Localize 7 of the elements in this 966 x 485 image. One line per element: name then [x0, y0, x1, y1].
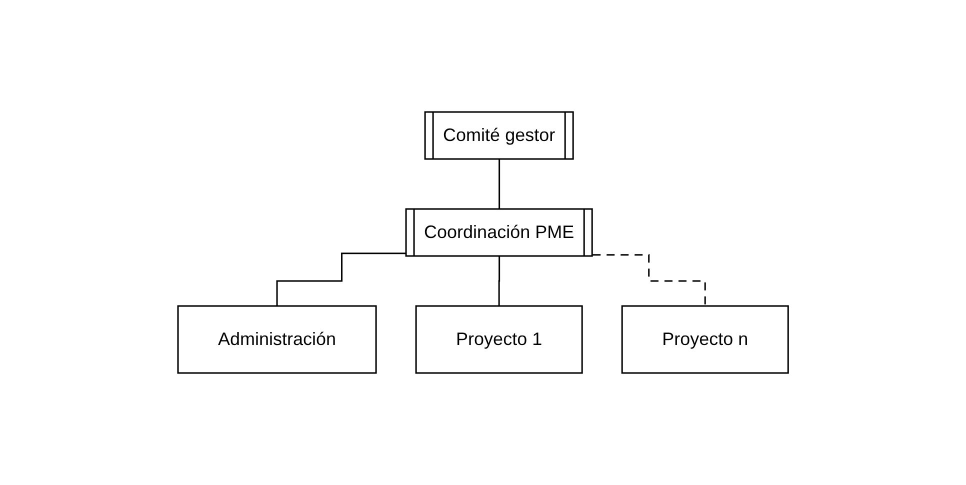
node-box: Administración	[177, 305, 377, 374]
node-box: Proyecto n	[621, 305, 789, 374]
connector	[498, 158, 500, 210]
node-box: Proyecto 1	[415, 305, 583, 374]
connector	[498, 256, 500, 307]
connector	[592, 254, 706, 307]
connector	[276, 252, 406, 307]
